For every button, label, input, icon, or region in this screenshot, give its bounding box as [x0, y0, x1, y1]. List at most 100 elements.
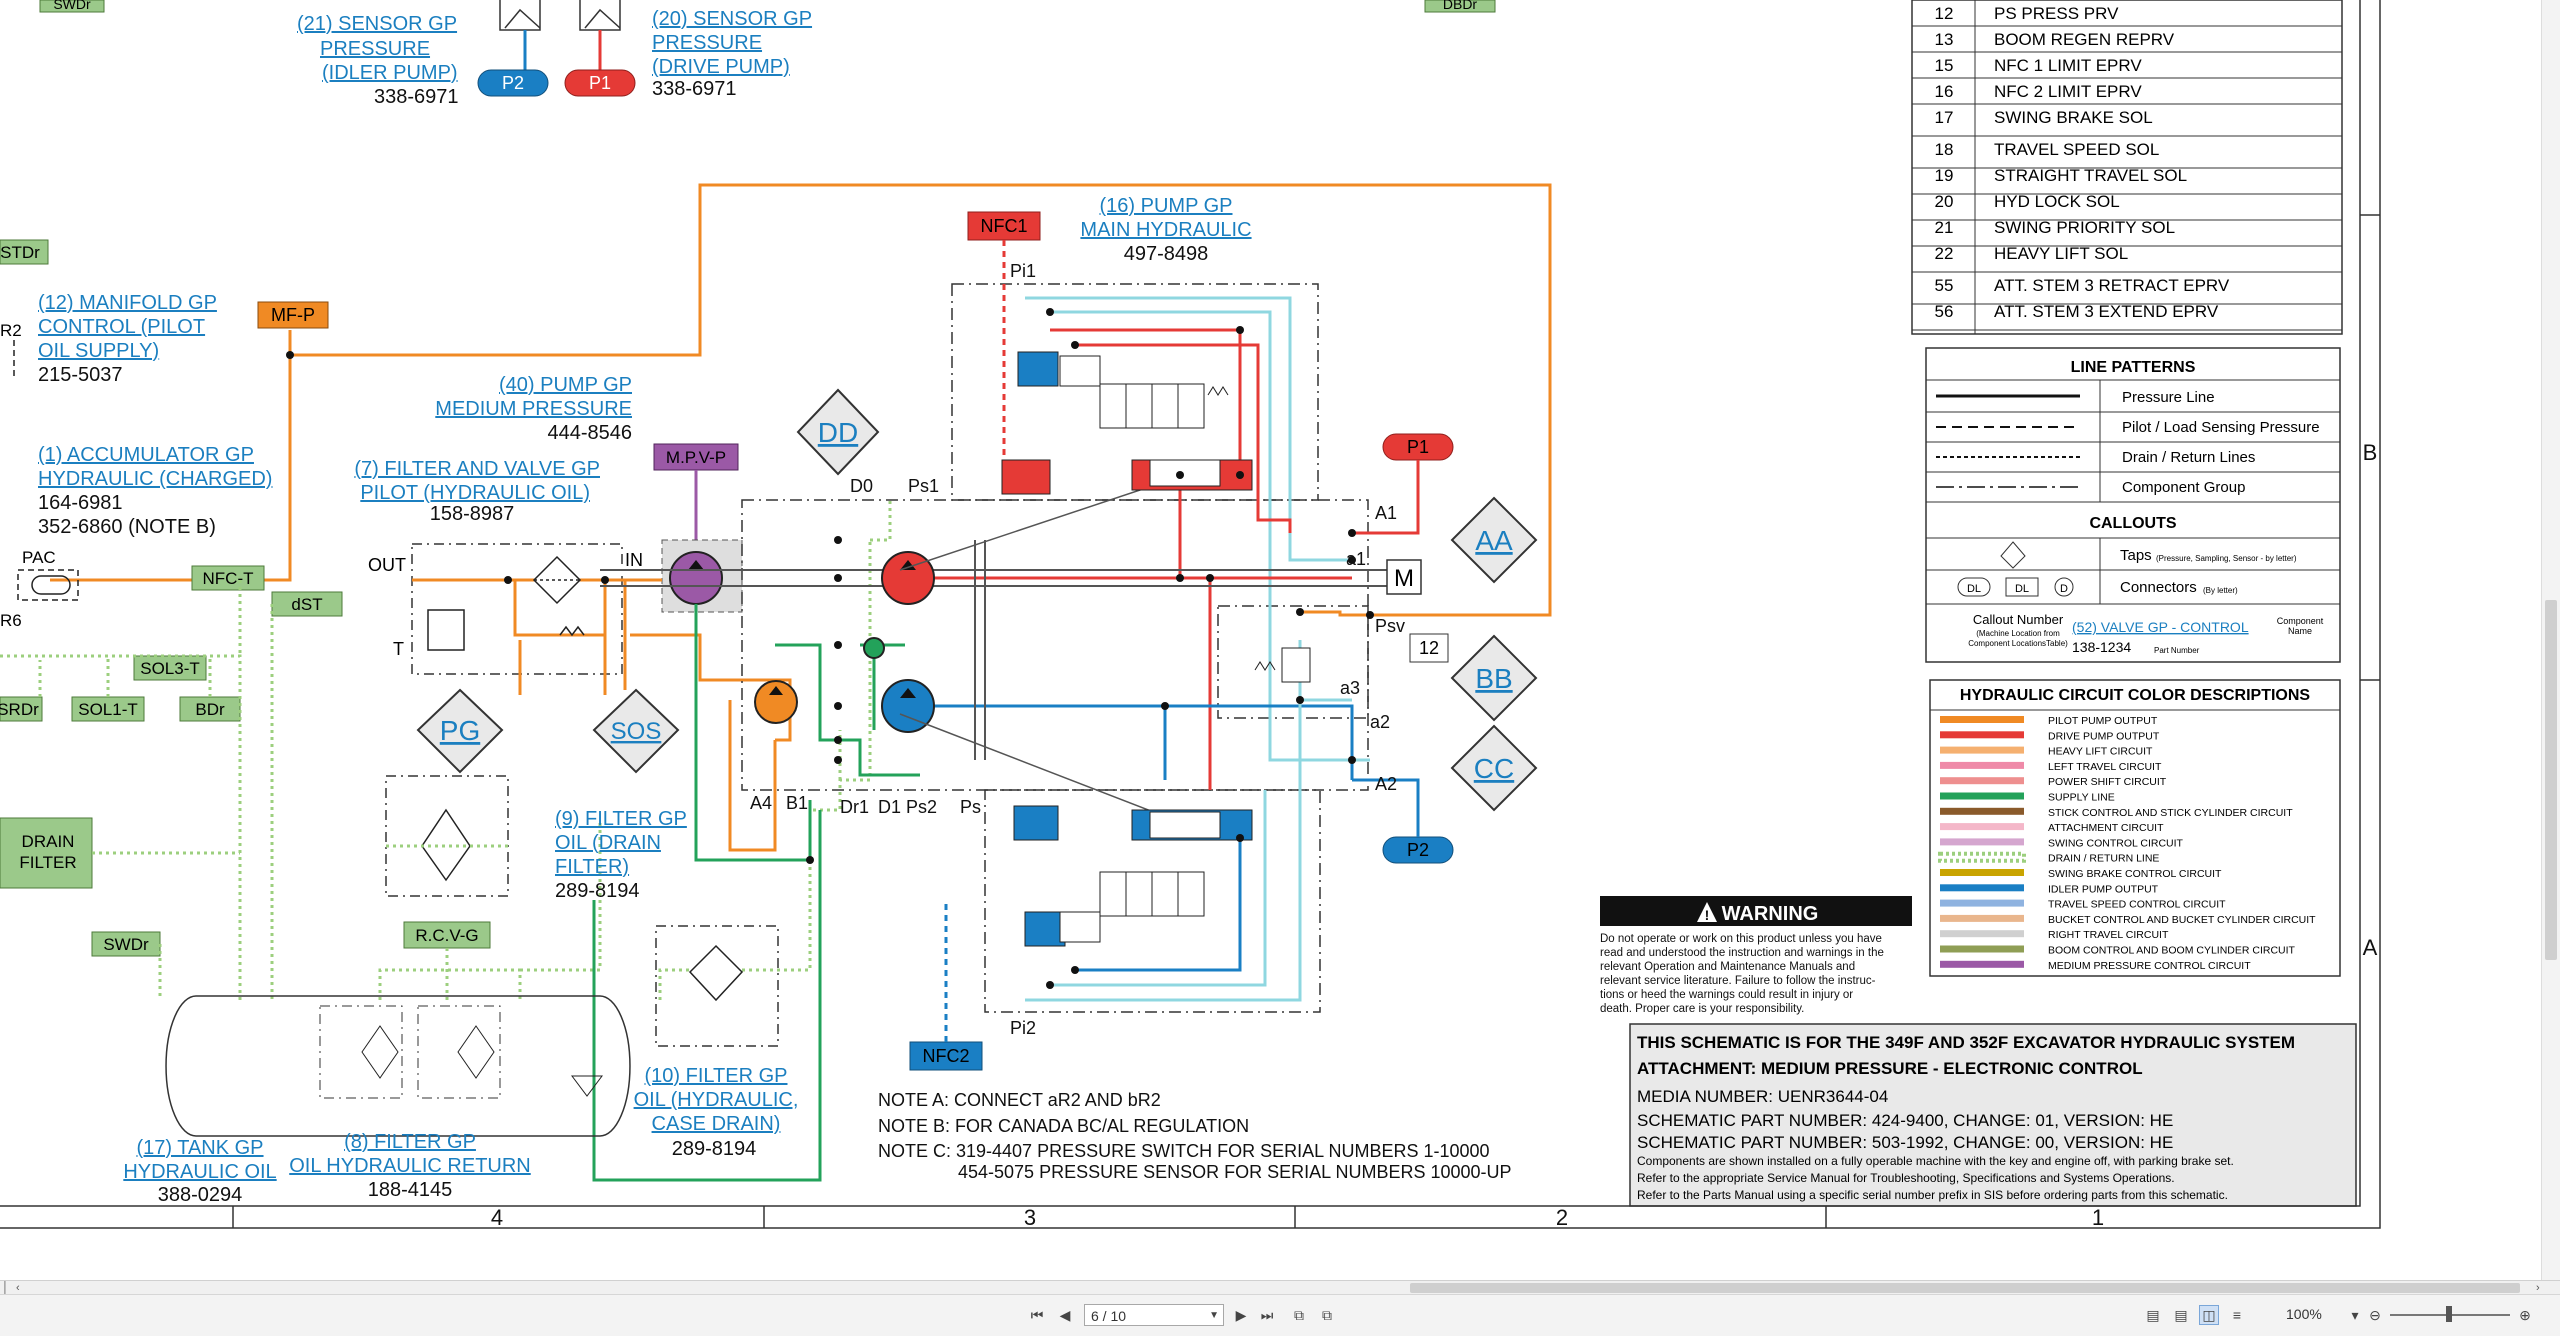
- thumbnails-icon[interactable]: ⧉: [1294, 1306, 1304, 1323]
- top-tags: SWDr DBDr: [39, 0, 1496, 13]
- filter-9[interactable]: (9) FILTER GP OIL (DRAIN FILTER) 289-819…: [555, 808, 687, 902]
- color-swatch: [1940, 792, 2024, 800]
- single-page-view-icon[interactable]: ▤: [2146, 1306, 2160, 1323]
- color-description-label: DRIVE PUMP OUTPUT: [2048, 730, 2160, 742]
- facing-pages-icon[interactable]: ◫: [2199, 1305, 2219, 1325]
- continuous-facing-icon[interactable]: ≡: [2232, 1307, 2242, 1323]
- line-patterns-legend: LINE PATTERNS Pressure Line Pilot / Load…: [1925, 347, 2341, 663]
- svg-text:Do not operate or work on this: Do not operate or work on this product u…: [1600, 933, 1882, 945]
- svg-text:454-5075 PRESSURE SENSOR FOR S: 454-5075 PRESSURE SENSOR FOR SERIAL NUMB…: [958, 1162, 1512, 1182]
- horizontal-scroll-thumb[interactable]: [1410, 1283, 2520, 1293]
- svg-text:PAC: PAC: [22, 548, 56, 567]
- color-description-label: BUCKET CONTROL AND BUCKET CYLINDER CIRCU…: [2048, 914, 2316, 926]
- color-swatch: [1940, 731, 2024, 739]
- sensor-21[interactable]: (21) SENSOR GP PRESSURE (IDLER PUMP) 338…: [297, 13, 459, 108]
- zoom-in-icon[interactable]: ⊕: [2519, 1306, 2531, 1323]
- previous-page-icon[interactable]: ◀: [1059, 1306, 1071, 1323]
- color-description-label: LEFT TRAVEL CIRCUIT: [2048, 761, 2162, 773]
- svg-text:R2: R2: [0, 321, 22, 340]
- svg-text:P2: P2: [1407, 840, 1429, 860]
- view-copy-icon[interactable]: ⧉: [1322, 1306, 1332, 1323]
- page-number-field[interactable]: 6 / 10▼: [1084, 1304, 1224, 1326]
- continuous-view-icon[interactable]: ▤: [2174, 1306, 2188, 1323]
- svg-text:SCHEMATIC PART NUMBER: 424-940: SCHEMATIC PART NUMBER: 424-9400, CHANGE:…: [1637, 1111, 2173, 1130]
- next-page-icon[interactable]: ▶: [1235, 1306, 1247, 1323]
- component-table-number: 21: [1935, 218, 1954, 237]
- tap-dd[interactable]: DD: [796, 388, 880, 476]
- pump-16[interactable]: (16) PUMP GP MAIN HYDRAULIC 497-8498: [1080, 195, 1251, 265]
- svg-text:SOL3-T: SOL3-T: [140, 659, 200, 678]
- zoom-dropdown-icon[interactable]: ▾: [2351, 1306, 2359, 1323]
- svg-text:A: A: [2363, 935, 2378, 960]
- svg-text:CONTROL (PILOT: CONTROL (PILOT: [38, 316, 205, 338]
- pilot-pump-lines: [50, 183, 1552, 852]
- zoom-out-icon[interactable]: ⊖: [2369, 1306, 2381, 1323]
- scroll-right-arrow-icon[interactable]: ›: [2536, 1282, 2540, 1294]
- svg-text:(IDLER PUMP): (IDLER PUMP): [322, 62, 458, 84]
- svg-text:497-8498: 497-8498: [1124, 243, 1209, 265]
- svg-text:IN: IN: [625, 550, 643, 570]
- vertical-scroll-thumb[interactable]: [2545, 600, 2557, 960]
- color-swatch: [1940, 884, 2024, 892]
- vertical-scrollbar[interactable]: [2541, 0, 2560, 1280]
- pump-40[interactable]: (40) PUMP GP MEDIUM PRESSURE 444-8546: [435, 374, 632, 444]
- svg-text:NOTE A: CONNECT aR2 AND bR2: NOTE A: CONNECT aR2 AND bR2: [878, 1090, 1161, 1110]
- main-lines: [592, 240, 1420, 1182]
- scroll-left-icon[interactable]: │: [2, 1282, 9, 1294]
- tank-17[interactable]: (17) TANK GP HYDRAULIC OIL 388-0294: [123, 1137, 276, 1206]
- page-dropdown-icon[interactable]: ▼: [1209, 1310, 1219, 1321]
- scroll-left-arrow-icon[interactable]: ‹: [16, 1282, 20, 1294]
- color-description-label: DRAIN / RETURN LINE: [2048, 853, 2159, 865]
- color-description-label: TRAVEL SPEED CONTROL CIRCUIT: [2048, 899, 2226, 911]
- manifold-12[interactable]: (12) MANIFOLD GP CONTROL (PILOT OIL SUPP…: [38, 292, 217, 386]
- component-table-name: STRAIGHT TRAVEL SOL: [1994, 166, 2187, 185]
- svg-text:tions or heed the warnings cou: tions or heed the warnings could result …: [1600, 989, 1853, 1001]
- filter-8[interactable]: (8) FILTER GP OIL HYDRAULIC RETURN 188-4…: [289, 1131, 531, 1201]
- svg-text:(40) PUMP GP: (40) PUMP GP: [499, 374, 632, 396]
- svg-text:188-4145: 188-4145: [368, 1179, 453, 1201]
- sensor-20[interactable]: (20) SENSOR GP PRESSURE (DRIVE PUMP) 338…: [652, 8, 812, 100]
- svg-text:Taps: Taps: [2120, 547, 2152, 564]
- svg-text:2: 2: [1556, 1205, 1568, 1230]
- tap-sos[interactable]: SOS: [592, 688, 680, 774]
- svg-text:Component Group: Component Group: [2122, 479, 2245, 496]
- color-swatch: [1940, 807, 2024, 815]
- filter-10[interactable]: (10) FILTER GP OIL (HYDRAULIC, CASE DRAI…: [634, 1065, 799, 1160]
- color-swatch: [1940, 746, 2024, 754]
- svg-text:A2: A2: [1375, 774, 1397, 794]
- last-page-icon[interactable]: ⏭: [1260, 1306, 1274, 1323]
- svg-text:OUT: OUT: [368, 555, 406, 575]
- color-swatch: [1938, 851, 2026, 863]
- accumulator-1[interactable]: (1) ACCUMULATOR GP HYDRAULIC (CHARGED) 1…: [38, 444, 272, 538]
- svg-text:WARNING: WARNING: [1722, 903, 1819, 925]
- filter-7[interactable]: (7) FILTER AND VALVE GP PILOT (HYDRAULIC…: [354, 458, 600, 525]
- psv-valve: 12: [1254, 633, 1449, 683]
- tap-bb[interactable]: BB: [1450, 634, 1538, 722]
- port-labels: D0 Ps1 A1 a1 Psv a3 a2 A2 A4 B1 Dr1 D1 P…: [750, 261, 1405, 1038]
- svg-text:NFC1: NFC1: [980, 216, 1027, 236]
- svg-text:Ps: Ps: [960, 797, 981, 817]
- svg-text:Pilot / Load Sensing Pressure: Pilot / Load Sensing Pressure: [2122, 419, 2320, 436]
- svg-text:(12) MANIFOLD GP: (12) MANIFOLD GP: [38, 292, 217, 314]
- svg-text:MAIN HYDRAULIC: MAIN HYDRAULIC: [1080, 219, 1251, 241]
- tap-aa[interactable]: AA: [1450, 496, 1538, 584]
- svg-text:CALLOUTS: CALLOUTS: [2089, 515, 2176, 532]
- svg-text:(By letter): (By letter): [2203, 586, 2238, 595]
- first-page-icon[interactable]: ⏮: [1030, 1306, 1044, 1323]
- horizontal-scrollbar[interactable]: │ ‹ ›: [0, 1280, 2560, 1295]
- svg-text:SOL1-T: SOL1-T: [78, 700, 138, 719]
- component-table-number: 17: [1935, 108, 1954, 127]
- svg-text:289-8194: 289-8194: [555, 880, 640, 902]
- svg-text:A1: A1: [1375, 503, 1397, 523]
- tap-cc[interactable]: CC: [1450, 724, 1538, 812]
- svg-text:388-0294: 388-0294: [158, 1184, 243, 1206]
- svg-text:death. Proper care is your res: death. Proper care is your responsibilit…: [1600, 1003, 1804, 1015]
- svg-text:Ps1: Ps1: [908, 476, 939, 496]
- zoom-level[interactable]: 100%: [2286, 1306, 2322, 1322]
- drive-pump: [881, 551, 935, 605]
- color-description-label: SUPPLY LINE: [2048, 792, 2115, 804]
- svg-text:THIS SCHEMATIC IS FOR THE 349F: THIS SCHEMATIC IS FOR THE 349F AND 352F …: [1637, 1033, 2295, 1052]
- svg-text:R6: R6: [0, 611, 22, 630]
- zoom-slider-knob[interactable]: [2446, 1306, 2452, 1322]
- tap-pg[interactable]: PG: [416, 688, 504, 774]
